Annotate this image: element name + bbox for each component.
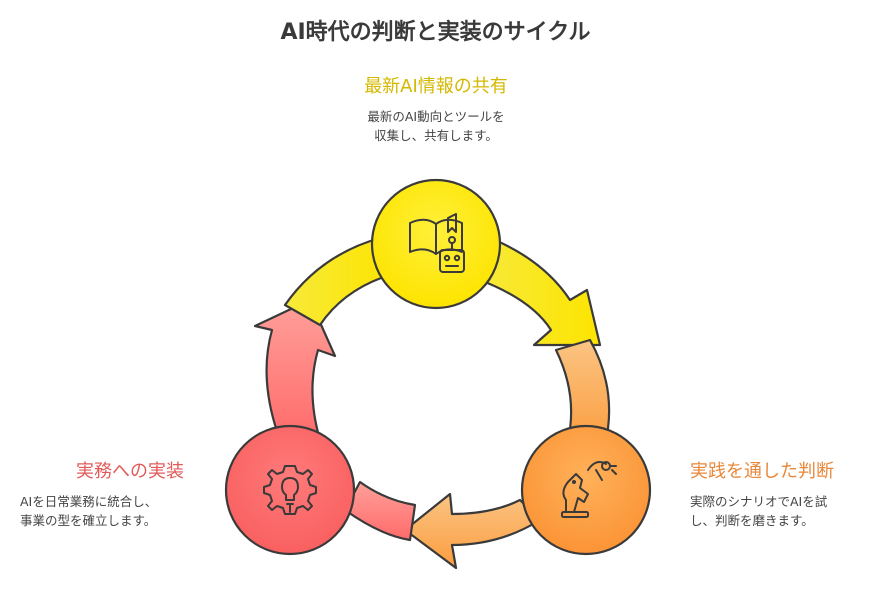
stage-desc-implement: AIを日常業務に統合し、 事業の型を確立します。 bbox=[20, 492, 157, 530]
stage-desc-line: 実際のシナリオでAIを試 bbox=[690, 494, 828, 509]
robot-icon bbox=[439, 236, 465, 273]
stage-label-judgment: 実践を通した判断 bbox=[690, 461, 834, 482]
cycle-arrow-band-bottom bbox=[343, 480, 417, 542]
stage-desc-line: 収集し、共有します。 bbox=[374, 128, 498, 143]
book-icon bbox=[409, 213, 463, 255]
stage-desc-line: 最新のAI動向とツールを bbox=[367, 109, 505, 124]
diagram-title: AI時代の判断と実装のサイクル bbox=[280, 20, 591, 45]
cycle-arrow-share-to-judgment bbox=[478, 238, 602, 347]
stage-label-share: 最新AI情報の共有 bbox=[364, 76, 508, 97]
stage-circle-implement bbox=[224, 424, 356, 556]
robot-arm-icon bbox=[587, 461, 617, 481]
stage-desc-line: AIを日常業務に統合し、 bbox=[20, 494, 158, 509]
chess-knight-icon bbox=[561, 473, 589, 518]
stage-desc-line: 事業の型を確立します。 bbox=[20, 513, 157, 528]
stage-label-implement: 実務への実装 bbox=[76, 461, 184, 482]
stage-desc-share: 最新のAI動向とツールを 収集し、共有します。 bbox=[286, 107, 586, 145]
cycle-arrow-judgment-to-implement bbox=[403, 492, 542, 570]
stage-circle-judgment bbox=[520, 424, 652, 556]
gear-lightbulb-icon bbox=[263, 465, 317, 515]
stage-desc-judgment: 実際のシナリオでAIを試 し、判断を磨きます。 bbox=[690, 492, 827, 530]
stage-desc-line: し、判断を磨きます。 bbox=[690, 513, 814, 528]
